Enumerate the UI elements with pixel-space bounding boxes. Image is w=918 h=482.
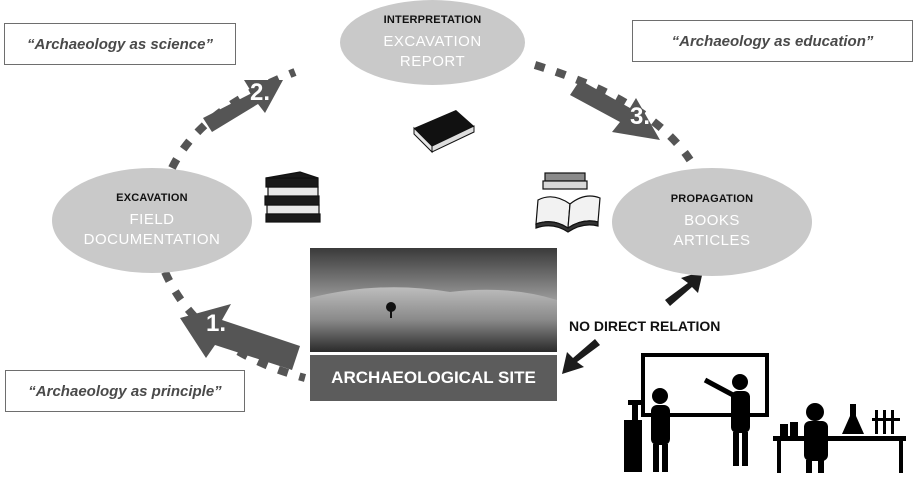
quote-archaeology-science: “Archaeology as science”: [4, 23, 236, 65]
node-excavation-heading: EXCAVATION: [116, 191, 188, 204]
quote-principle-text: “Archaeology as principle”: [28, 382, 222, 400]
node-propagation-heading: PROPAGATION: [670, 193, 754, 205]
node-excavation-line2: DOCUMENTATION: [83, 230, 221, 248]
book-stack-icon: [264, 171, 321, 223]
archaeological-site-banner: ARCHAEOLOGICAL SITE: [310, 355, 557, 401]
closed-book-icon: [413, 110, 475, 154]
quote-archaeology-principle: “Archaeology as principle”: [5, 370, 245, 412]
relation-arrow-down: [562, 339, 600, 374]
node-interpretation-heading: INTERPRETATION: [383, 13, 482, 26]
node-propagation-line2: ARTICLES: [673, 232, 751, 249]
quote-archaeology-education: “Archaeology as education”: [632, 20, 913, 62]
classroom-pictogram: [624, 353, 906, 473]
quote-science-text: “Archaeology as science”: [27, 35, 213, 53]
node-interpretation-line2: REPORT: [399, 52, 466, 70]
node-interpretation: INTERPRETATION EXCAVATION REPORT: [340, 0, 525, 85]
node-excavation-line1: FIELD: [129, 210, 175, 228]
node-interpretation-line1: EXCAVATION: [383, 32, 482, 50]
landscape-photo: [310, 248, 557, 352]
step-number-1: 1.: [206, 310, 227, 337]
no-direct-relation-label: NO DIRECT RELATION: [569, 318, 721, 334]
step-arrow-3: [570, 80, 660, 140]
node-propagation: PROPAGATION BOOKS ARTICLES: [612, 168, 812, 276]
relation-arrow-up: [665, 271, 703, 306]
node-propagation-line1: BOOKS: [684, 212, 740, 229]
step-arrow-2: [203, 80, 283, 132]
open-book-icon: [535, 172, 601, 233]
node-excavation: EXCAVATION FIELD DOCUMENTATION: [52, 168, 252, 273]
step-number-2: 2.: [250, 79, 271, 106]
archaeological-site-label: ARCHAEOLOGICAL SITE: [331, 368, 536, 387]
step-arrow-1: [180, 304, 300, 370]
step-number-3: 3.: [630, 103, 651, 130]
quote-education-text: “Archaeology as education”: [671, 32, 874, 50]
